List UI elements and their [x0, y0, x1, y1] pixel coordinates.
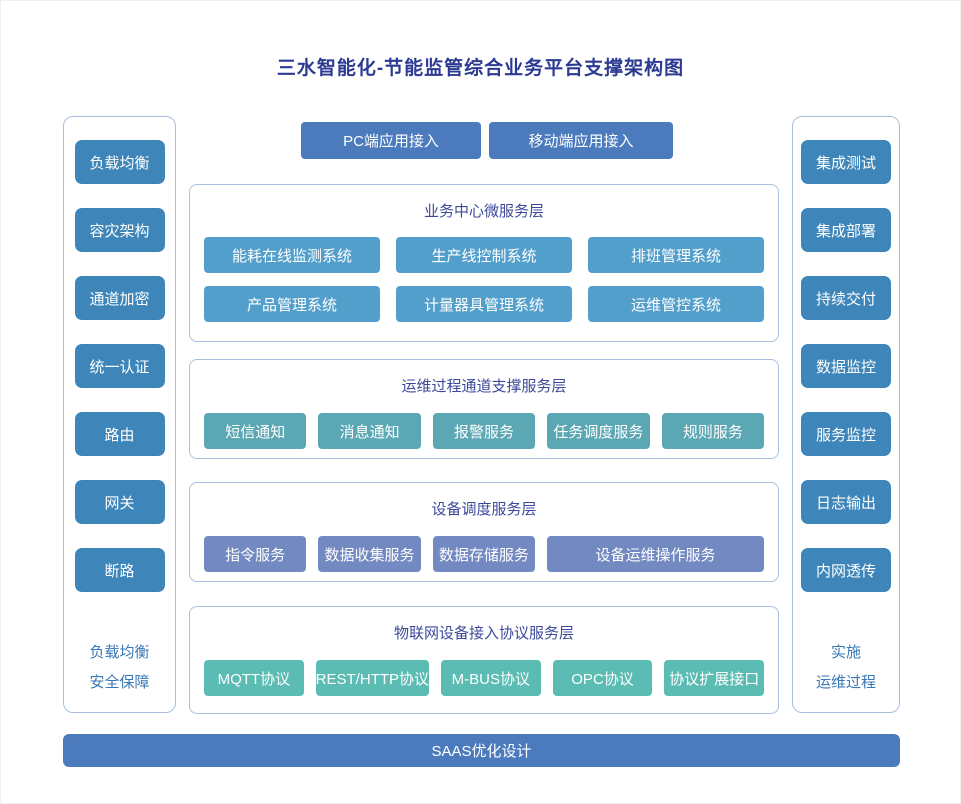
section-title-device: 设备调度服务层 — [431, 501, 537, 518]
box-operation-maintenance-control-system: 运维管控系统 — [588, 286, 764, 322]
right-panel-caption-line1: 实施 — [830, 644, 861, 661]
box-data-storage-service: 数据存储服务 — [432, 536, 536, 572]
box-circuit-breaker: 断路 — [74, 548, 165, 592]
box-sms-notification: 短信通知 — [204, 413, 307, 449]
box-service-monitoring: 服务监控 — [801, 412, 891, 456]
box-production-line-control-system: 生产线控制系统 — [396, 237, 572, 273]
business-row-2: 产品管理系统 计量器具管理系统 运维管控系统 — [190, 286, 778, 322]
box-shift-management-system: 排班管理系统 — [588, 237, 764, 273]
right-panel-implementation-om: 集成测试 集成部署 持续交付 数据监控 服务监控 日志输出 内网透传 实施 运维… — [792, 116, 900, 713]
box-disaster-recovery-architecture: 容灾架构 — [74, 208, 165, 252]
left-panel-load-balancing-security: 负载均衡 容灾架构 通道加密 统一认证 路由 网关 断路 负载均衡 安全保障 — [63, 116, 176, 713]
box-protocol-extension-interface: 协议扩展接口 — [664, 660, 765, 696]
box-data-collection-service: 数据收集服务 — [318, 536, 421, 572]
saas-optimization-bar: SAAS优化设计 — [63, 734, 900, 767]
section-title-business: 业务中心微服务层 — [423, 203, 544, 220]
box-rest-http-protocol: REST/HTTP协议 — [315, 660, 430, 696]
box-intranet-passthrough: 内网透传 — [801, 548, 891, 592]
section-title-channel: 运维过程通道支撑服务层 — [401, 378, 567, 395]
application-access-row: PC端应用接入 移动端应用接入 — [301, 122, 673, 159]
box-channel-encryption: 通道加密 — [74, 276, 165, 320]
mobile-application-access-box: 移动端应用接入 — [489, 122, 673, 159]
box-metering-instrument-management-system: 计量器具管理系统 — [396, 286, 572, 322]
left-panel-caption-line1: 负载均衡 — [89, 644, 150, 661]
box-rule-service: 规则服务 — [661, 413, 765, 449]
box-continuous-delivery: 持续交付 — [801, 276, 891, 320]
box-unified-authentication: 统一认证 — [74, 344, 165, 388]
device-row: 指令服务 数据收集服务 数据存储服务 设备运维操作服务 — [190, 536, 778, 572]
box-product-management-system: 产品管理系统 — [204, 286, 380, 322]
box-routing: 路由 — [74, 412, 165, 456]
section-business-microservice-layer: 业务中心微服务层 能耗在线监测系统 生产线控制系统 排班管理系统 产品管理系统 … — [189, 184, 779, 342]
box-message-notification: 消息通知 — [318, 413, 421, 449]
box-command-service: 指令服务 — [204, 536, 307, 572]
box-energy-online-monitoring-system: 能耗在线监测系统 — [204, 237, 380, 273]
box-data-monitoring: 数据监控 — [801, 344, 891, 388]
right-panel-caption: 实施 运维过程 — [816, 638, 876, 698]
box-integration-testing: 集成测试 — [801, 140, 891, 184]
page-title: 三水智能化-节能监管综合业务平台支撑架构图 — [276, 58, 685, 79]
channel-row: 短信通知 消息通知 报警服务 任务调度服务 规则服务 — [190, 413, 778, 449]
pc-application-access-box: PC端应用接入 — [301, 122, 481, 159]
box-log-output: 日志输出 — [801, 480, 891, 524]
box-task-scheduling-service: 任务调度服务 — [547, 413, 650, 449]
box-opc-protocol: OPC协议 — [552, 660, 653, 696]
section-iot-protocol-access-layer: 物联网设备接入协议服务层 MQTT协议 REST/HTTP协议 M-BUS协议 … — [189, 606, 779, 714]
section-device-dispatch-service-layer: 设备调度服务层 指令服务 数据收集服务 数据存储服务 设备运维操作服务 — [189, 482, 779, 582]
box-load-balancing: 负载均衡 — [74, 140, 165, 184]
box-gateway: 网关 — [74, 480, 165, 524]
box-integration-deployment: 集成部署 — [801, 208, 891, 252]
protocol-row: MQTT协议 REST/HTTP协议 M-BUS协议 OPC协议 协议扩展接口 — [190, 660, 778, 696]
section-om-channel-support-layer: 运维过程通道支撑服务层 短信通知 消息通知 报警服务 任务调度服务 规则服务 — [189, 359, 779, 459]
left-panel-caption: 负载均衡 安全保障 — [89, 638, 149, 698]
box-device-om-operation-service: 设备运维操作服务 — [547, 536, 764, 572]
business-row-1: 能耗在线监测系统 生产线控制系统 排班管理系统 — [190, 237, 778, 273]
right-panel-caption-line2: 运维过程 — [815, 674, 876, 691]
box-alarm-service: 报警服务 — [432, 413, 536, 449]
box-mbus-protocol: M-BUS协议 — [441, 660, 541, 696]
box-mqtt-protocol: MQTT协议 — [204, 660, 304, 696]
section-title-protocol: 物联网设备接入协议服务层 — [393, 625, 574, 642]
left-panel-caption-line2: 安全保障 — [89, 674, 150, 691]
